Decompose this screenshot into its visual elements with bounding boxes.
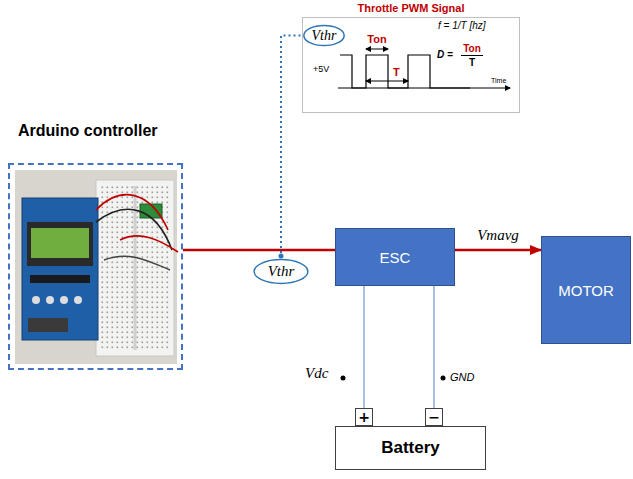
node-text: − [428,410,440,424]
pwm-waveform [338,49,510,88]
terminal-dot [441,376,446,381]
battery-terminal: + [355,408,373,426]
axis-label: Time [491,77,506,85]
esc-box: ESC [335,228,455,286]
dashed-frame [8,163,183,370]
ellipse-shape [254,260,308,284]
duty-numerator: Ton [463,43,481,54]
voltage-level: +5V [313,65,329,75]
node-text: MOTOR [558,282,614,299]
signal-ellipse: Vthr [303,24,345,47]
node-text: Vthr [312,28,337,44]
arduino-photo [15,170,178,364]
node-text: ESC [380,249,411,266]
edge-label: Vmavg [475,227,521,244]
signal-connector [363,286,365,408]
period-label: T [393,66,400,78]
node-text: Arduino controller [8,118,158,140]
node-text: + [358,410,370,424]
node-text: Battery [381,438,440,458]
duty-denominator: T [469,57,475,68]
pulse-width: Ton [367,33,386,45]
signal-inset: Throttle PWM SignalVthr [302,2,520,113]
frequency-formula: f = 1/T [hz] [438,20,486,31]
supply-label: Vdc [305,365,328,382]
ground-label: GND [450,371,474,383]
signal-ellipse: Vthr [253,258,309,285]
signal-connector [281,36,303,259]
controller-group: Arduino controller [8,118,183,370]
node-text: Vthr [268,263,295,280]
signal-connector [455,249,541,252]
signal-connector [433,286,435,408]
ellipse-shape [304,25,344,45]
motor-box: MOTOR [541,236,631,344]
connector-dot [279,254,284,259]
duty-formula: D = [437,49,453,60]
signal-connector [183,249,335,252]
node-text: Throttle PWM Signal [302,2,520,15]
terminal-dot [341,376,346,381]
battery-terminal: − [425,408,443,426]
battery-box: Battery [335,426,486,470]
